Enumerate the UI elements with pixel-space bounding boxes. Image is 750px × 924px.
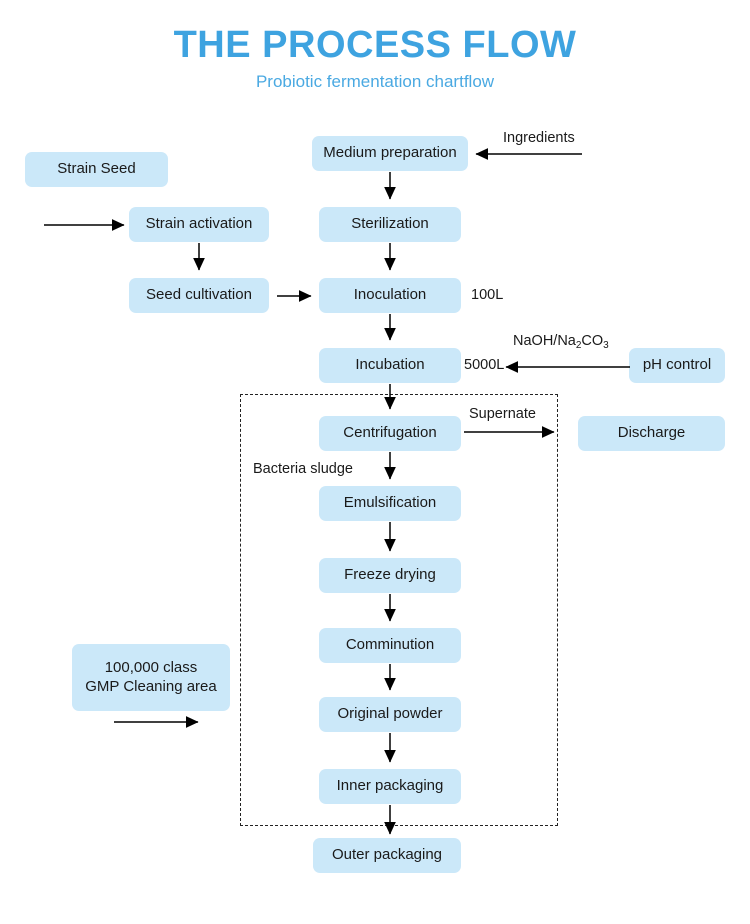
label-supernate: Supernate <box>469 406 536 422</box>
reagent-subscript-2: 2 <box>575 340 582 351</box>
arrow-centrifugation-to-emulsification <box>382 452 402 488</box>
node-centrifugation[interactable]: Centrifugation <box>319 416 461 451</box>
node-discharge[interactable]: Discharge <box>578 416 725 451</box>
arrow-ph-control-to-incubation <box>500 357 632 377</box>
gmp-area-line-2: GMP Cleaning area <box>85 677 217 695</box>
page-title: THE PROCESS FLOW <box>173 24 577 66</box>
arrow-strain-activation-to-seed-cultivation <box>191 243 211 279</box>
arrow-gmp-area-to-clean-region <box>114 712 210 732</box>
gmp-area-line-1: 100,000 class <box>104 658 198 676</box>
arrow-comminution-to-original-powder <box>382 664 402 699</box>
arrow-seed-cultivation-to-inoculation <box>277 286 321 306</box>
node-inoculation[interactable]: Inoculation <box>319 278 461 313</box>
page-subtitle: Probiotic fermentation chartflow <box>255 72 495 91</box>
label-volume-inoculation: 100L <box>471 287 504 303</box>
arrow-original-powder-to-inner-packaging <box>382 733 402 771</box>
node-seed-cultivation[interactable]: Seed cultivation <box>129 278 269 313</box>
arrow-sterilization-to-inoculation <box>382 243 402 279</box>
node-medium-preparation[interactable]: Medium preparation <box>312 136 468 171</box>
label-volume-incubation: 5000L <box>464 357 505 373</box>
node-outer-packaging[interactable]: Outer packaging <box>313 838 461 873</box>
arrow-freeze-drying-to-comminution <box>382 594 402 630</box>
node-freeze-drying[interactable]: Freeze drying <box>319 558 461 593</box>
arrow-centrifugation-to-discharge <box>464 422 566 442</box>
label-reagent-naoh-na2co3: NaOH/Na2CO3 <box>513 333 609 351</box>
node-strain-activation[interactable]: Strain activation <box>129 207 269 242</box>
arrow-inner-packaging-to-outer-packaging <box>382 805 402 843</box>
arrow-ingredients-to-medium-preparation <box>470 144 584 164</box>
label-ingredients: Ingredients <box>503 130 575 146</box>
node-gmp-cleaning-area[interactable]: 100,000 class GMP Cleaning area <box>72 644 230 711</box>
node-original-powder[interactable]: Original powder <box>319 697 461 732</box>
arrow-to-strain-activation <box>44 215 136 235</box>
reagent-mid: CO <box>581 333 604 349</box>
reagent-prefix: NaOH/Na <box>513 333 576 349</box>
node-incubation[interactable]: Incubation <box>319 348 461 383</box>
arrow-medium-preparation-to-sterilization <box>382 172 402 208</box>
label-bacteria-sludge: Bacteria sludge <box>253 461 353 477</box>
node-emulsification[interactable]: Emulsification <box>319 486 461 521</box>
arrow-incubation-to-centrifugation <box>382 384 402 418</box>
arrow-emulsification-to-freeze-drying <box>382 522 402 560</box>
node-inner-packaging[interactable]: Inner packaging <box>319 769 461 804</box>
node-comminution[interactable]: Comminution <box>319 628 461 663</box>
node-strain-seed[interactable]: Strain Seed <box>25 152 168 187</box>
node-sterilization[interactable]: Sterilization <box>319 207 461 242</box>
reagent-subscript-3: 3 <box>603 340 609 351</box>
arrow-inoculation-to-incubation <box>382 314 402 349</box>
node-ph-control[interactable]: pH control <box>629 348 725 383</box>
